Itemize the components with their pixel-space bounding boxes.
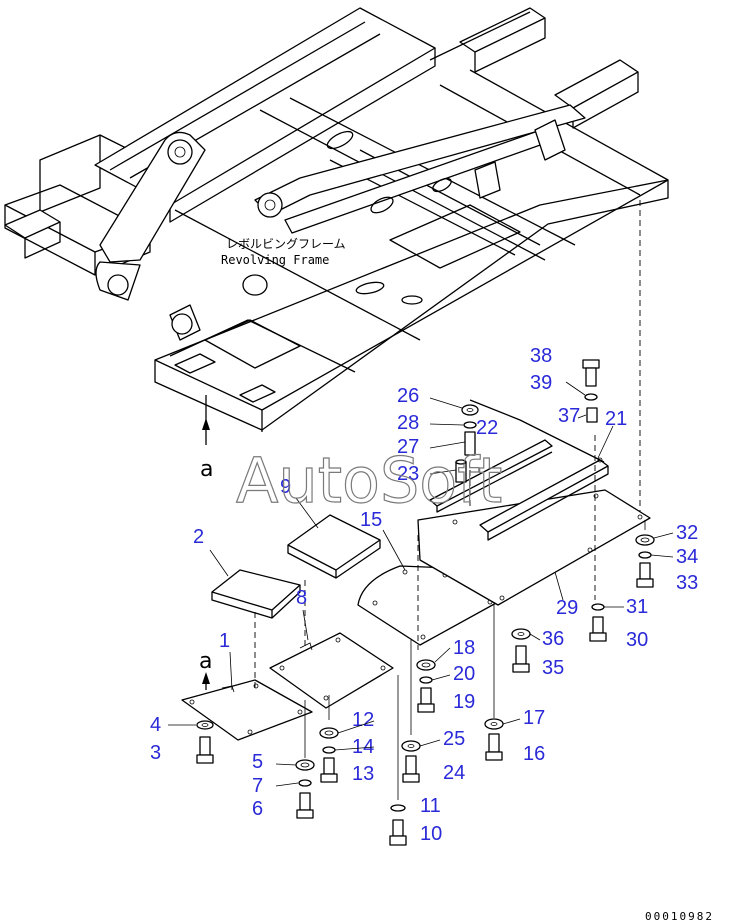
- callout-3: 3: [150, 742, 161, 764]
- revolving-frame-drawing: [4, 7, 669, 432]
- part-29-plate: [417, 489, 651, 606]
- callout-29: 29: [556, 597, 578, 619]
- callout-6: 6: [252, 798, 263, 820]
- callout-36: 36: [542, 628, 564, 650]
- callout-31: 31: [626, 596, 648, 618]
- part-8-plate: [269, 632, 394, 709]
- callout-14: 14: [352, 736, 374, 758]
- ref-arrow-bottom: [202, 672, 210, 690]
- callout-25: 25: [443, 728, 465, 750]
- ref-mark-top: a: [200, 457, 213, 482]
- callout-5: 5: [252, 751, 263, 773]
- callout-4: 4: [150, 714, 161, 736]
- callout-28: 28: [397, 412, 419, 434]
- part-9-pad: [287, 514, 381, 579]
- callout-24: 24: [443, 762, 465, 784]
- callout-37: 37: [558, 405, 580, 427]
- callout-1: 1: [219, 630, 230, 652]
- part-22-edge: [469, 399, 605, 463]
- callout-34: 34: [676, 546, 698, 568]
- callout-20: 20: [453, 663, 475, 685]
- callout-2: 2: [193, 526, 204, 548]
- part-2-pad: [211, 569, 301, 619]
- watermark: AutoSoft: [236, 444, 502, 517]
- callout-23: 23: [397, 463, 419, 485]
- fasteners: [196, 359, 655, 846]
- frame-label-en: Revolving Frame: [221, 253, 329, 267]
- callout-16: 16: [523, 743, 545, 765]
- callout-leaders: [168, 381, 674, 787]
- callout-12: 12: [352, 709, 374, 731]
- callout-15: 15: [360, 509, 382, 531]
- callout-33: 33: [676, 572, 698, 594]
- callout-11: 11: [420, 795, 441, 817]
- part-1-plate: [181, 679, 313, 741]
- callout-19: 19: [453, 691, 475, 713]
- callout-13: 13: [352, 763, 374, 785]
- callout-18: 18: [453, 637, 475, 659]
- callout-35: 35: [542, 657, 564, 679]
- callouts: 1 2 3 4 5 6 7 8 9 10 11 12 13 14 15 16 1…: [150, 345, 698, 845]
- callout-22: 22: [476, 417, 498, 439]
- ref-arrow-top: [202, 395, 210, 445]
- callout-27: 27: [397, 436, 419, 458]
- callout-39: 39: [530, 372, 552, 394]
- callout-17: 17: [523, 707, 545, 729]
- document-number: 00010982: [645, 910, 714, 923]
- callout-32: 32: [676, 522, 698, 544]
- part-21-strip: [429, 439, 609, 541]
- ref-mark-bottom: a: [199, 649, 212, 674]
- callout-8: 8: [296, 587, 307, 609]
- callout-21: 21: [605, 408, 627, 430]
- callout-38: 38: [530, 345, 552, 367]
- frame-label-jp: レボルビングフレーム: [226, 237, 346, 251]
- callout-30: 30: [626, 629, 648, 651]
- callout-7: 7: [252, 775, 263, 797]
- callout-26: 26: [397, 385, 419, 407]
- callout-10: 10: [420, 823, 442, 845]
- callout-9: 9: [280, 476, 291, 498]
